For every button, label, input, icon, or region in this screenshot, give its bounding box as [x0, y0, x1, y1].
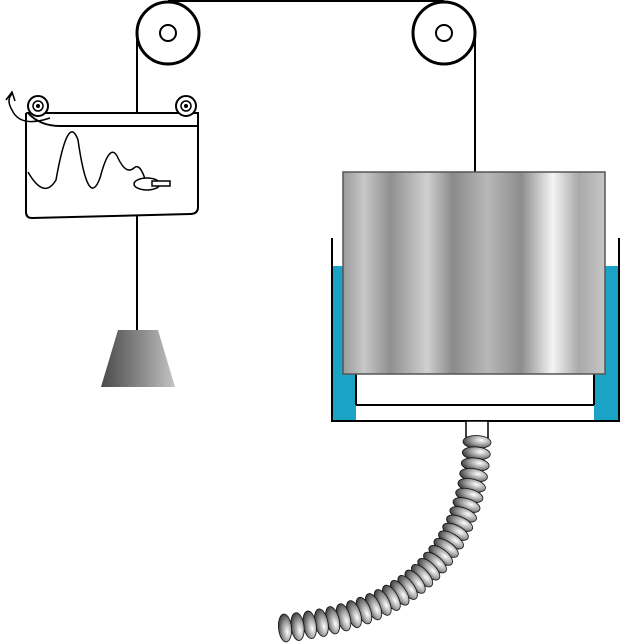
right-roll-icon: [175, 95, 197, 117]
left-pulley: [135, 0, 201, 66]
kymograph-drum: [5, 90, 199, 220]
rotation-arrow-icon: [5, 90, 51, 123]
left-roll-icon: [27, 95, 49, 117]
counterweight: [101, 330, 175, 387]
recorded-trace: [27, 131, 147, 189]
hose-coil-segment: [277, 613, 293, 643]
right-pulley: [411, 0, 477, 66]
pen-icon: [133, 177, 171, 191]
breathing-hose: [277, 435, 492, 643]
floating-bell: [342, 171, 606, 375]
